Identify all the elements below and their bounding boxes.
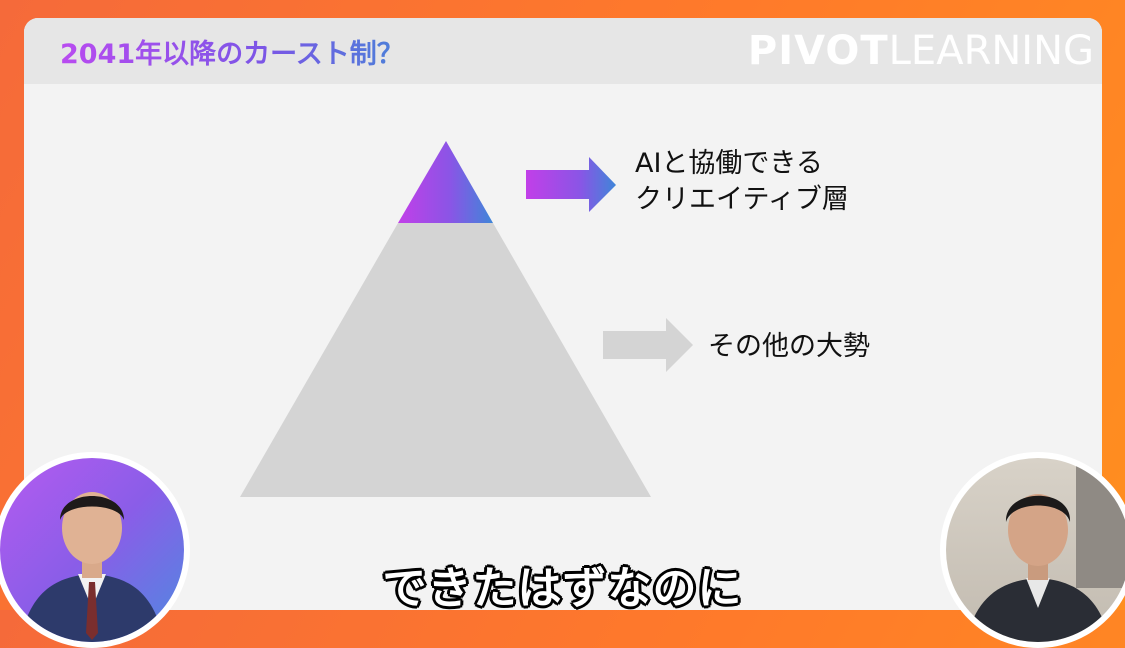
slide-title: 2041年以降のカースト制？ bbox=[60, 32, 404, 71]
pyramid-diagram bbox=[240, 141, 693, 497]
majority-label: その他の大勢 bbox=[708, 331, 870, 362]
creative-layer-line1: AIと協働できる bbox=[635, 148, 823, 179]
creative-layer-label: AIと協働できる クリエイティブ層 bbox=[635, 146, 849, 218]
speaker-left-avatar bbox=[0, 452, 190, 648]
pyramid-top bbox=[398, 141, 493, 223]
arrow-top bbox=[526, 157, 616, 212]
pyramid-base bbox=[240, 223, 651, 497]
logo-pivot: PIVOT bbox=[747, 28, 889, 74]
arrow-bottom bbox=[603, 318, 693, 372]
speaker-right-avatar bbox=[940, 452, 1125, 648]
slide-header: 2041年以降のカースト制？ PIVOTLEARNING bbox=[24, 18, 1102, 84]
logo-learning: LEARNING bbox=[888, 28, 1094, 74]
slide: 2041年以降のカースト制？ PIVOTLEARNING AIと協働できる クリ… bbox=[24, 18, 1102, 610]
creative-layer-line2: クリエイティブ層 bbox=[635, 184, 849, 215]
video-subtitle: できたはずなのに bbox=[382, 563, 743, 614]
pivot-learning-logo: PIVOTLEARNING bbox=[748, 28, 1094, 74]
